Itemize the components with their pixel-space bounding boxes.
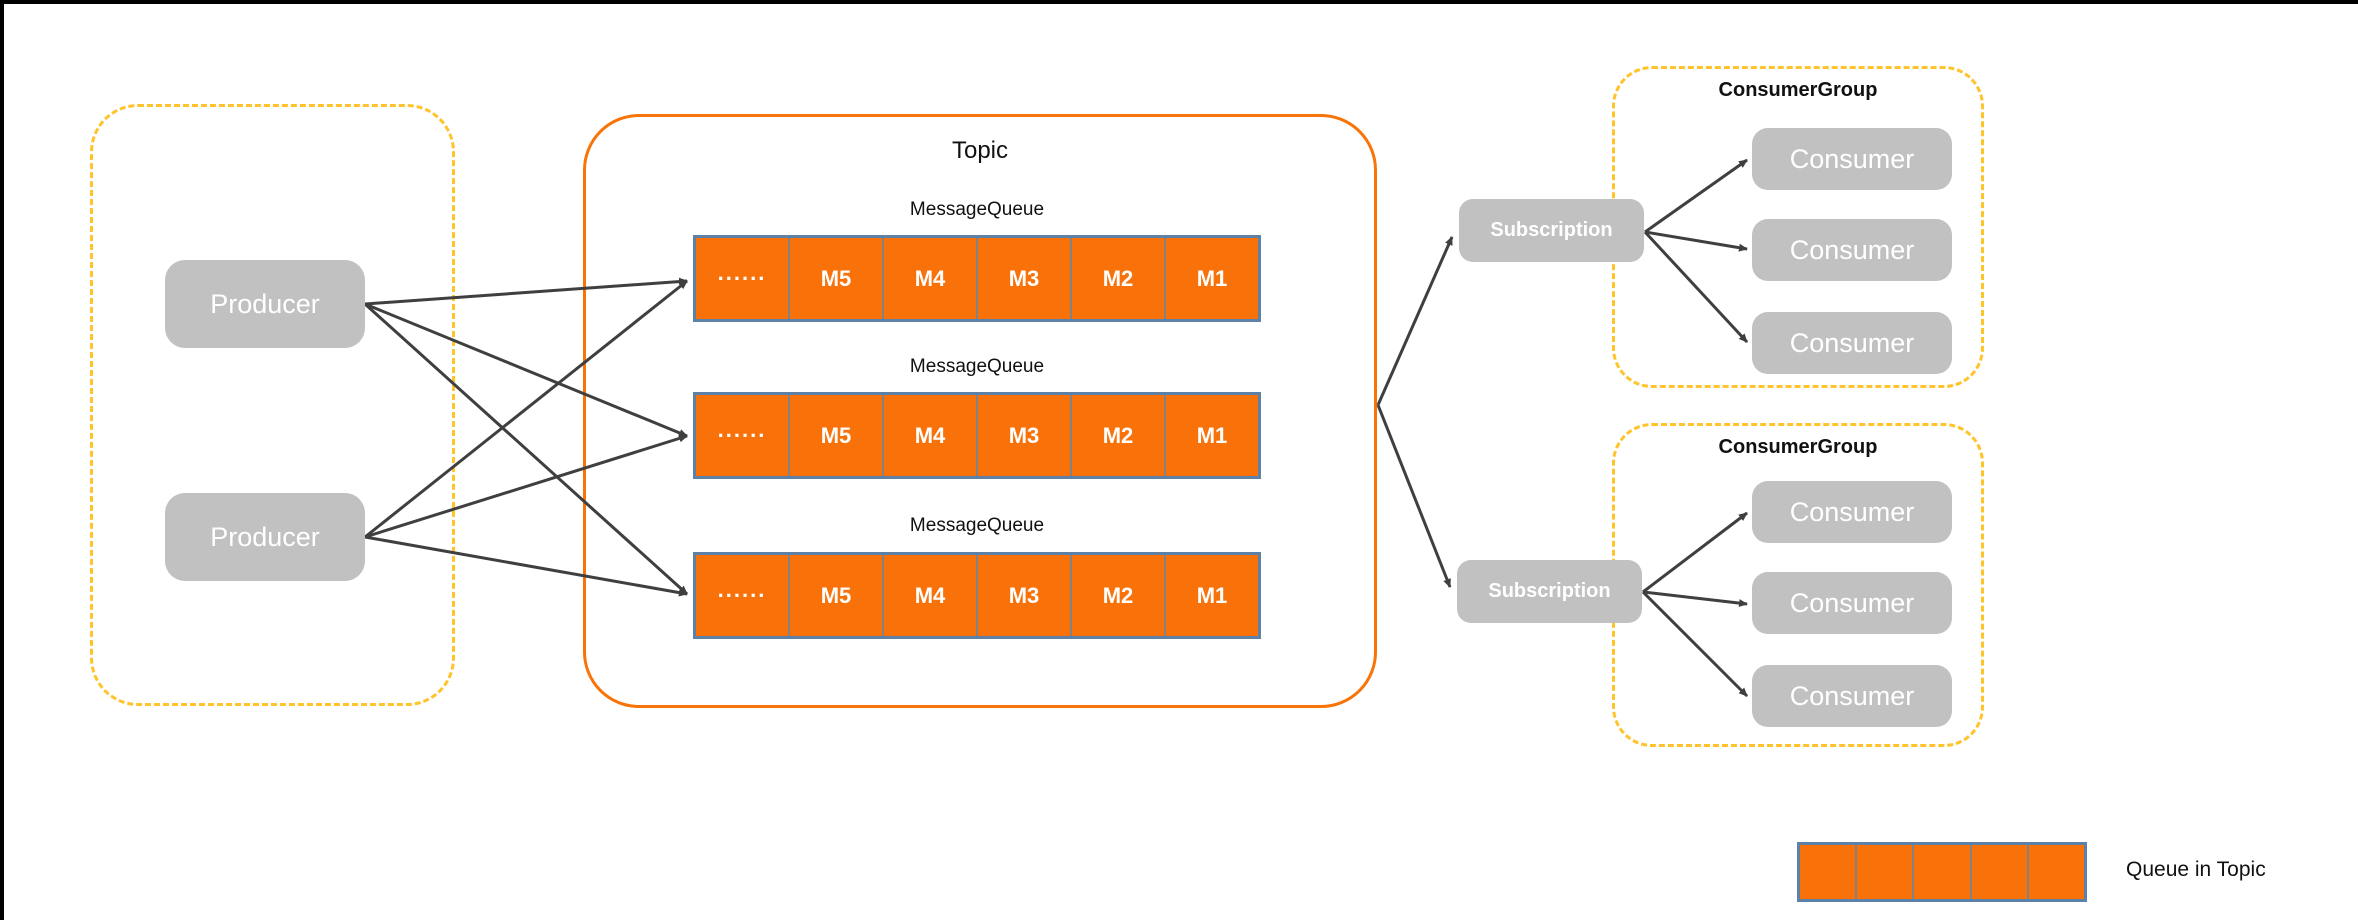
- topic-title: Topic: [951, 137, 1009, 164]
- subscription-label: Subscription: [1488, 580, 1611, 602]
- queue-cell: M5: [788, 395, 882, 476]
- producer-node-1: Producer: [165, 260, 365, 348]
- queue-cell: M5: [788, 555, 882, 636]
- legend-cell: [1800, 845, 1855, 899]
- arrow-producer1-queue3: [363, 302, 689, 596]
- legend-label: Queue in Topic: [2126, 858, 2266, 881]
- queue-cell: M1: [1164, 238, 1258, 319]
- queue-cell: M4: [882, 395, 976, 476]
- subscription-label: Subscription: [1490, 219, 1613, 241]
- consumer-label: Consumer: [1789, 143, 1915, 174]
- arrow-topic-subscription2: [1376, 404, 1452, 588]
- producer-label: Producer: [210, 521, 320, 552]
- queue-cell: M4: [882, 238, 976, 319]
- legend-cell: [1969, 845, 2027, 899]
- producer-label: Producer: [210, 288, 320, 319]
- arrow-subscription1-consumer1: [1644, 158, 1748, 234]
- arrow-producer2-queue1: [364, 279, 688, 539]
- queue-cell: M3: [976, 238, 1070, 319]
- topic-container: Topic: [583, 114, 1377, 708]
- arrow-producer1-queue2: [364, 302, 688, 438]
- consumer-group-2-title: ConsumerGroup: [1718, 436, 1878, 458]
- consumer-label: Consumer: [1789, 587, 1915, 618]
- consumer-label: Consumer: [1789, 234, 1915, 265]
- producer-group-container: [90, 104, 455, 706]
- message-queue-3-label: MessageQueue: [909, 515, 1045, 536]
- consumer-label: Consumer: [1789, 496, 1915, 527]
- queue-cell: M3: [976, 555, 1070, 636]
- queue-cell: M2: [1070, 395, 1164, 476]
- arrow-subscription2-consumer3: [1641, 590, 1749, 698]
- queue-cell: M4: [882, 555, 976, 636]
- consumer-node: Consumer: [1752, 219, 1952, 281]
- queue-cell: M5: [788, 238, 882, 319]
- queue-cell: ......: [717, 576, 767, 602]
- legend-queue-swatch: [1797, 842, 2087, 902]
- consumer-label: Consumer: [1789, 680, 1915, 711]
- queue-cell: M1: [1164, 395, 1258, 476]
- message-queue-2-label: MessageQueue: [909, 356, 1045, 377]
- consumer-node: Consumer: [1752, 481, 1952, 543]
- message-queue-1-label: MessageQueue: [909, 199, 1045, 220]
- queue-cell: ......: [717, 259, 767, 285]
- subscription-node-1: Subscription: [1459, 199, 1644, 262]
- queue-cell: M2: [1070, 238, 1164, 319]
- consumer-group-1-title: ConsumerGroup: [1718, 79, 1878, 101]
- message-queue-3: ...... M5 M4 M3 M2 M1: [693, 552, 1261, 639]
- producer-node-2: Producer: [165, 493, 365, 581]
- subscription-node-2: Subscription: [1457, 560, 1642, 623]
- consumer-label: Consumer: [1789, 327, 1915, 358]
- arrow-topic-subscription1: [1376, 236, 1454, 406]
- queue-cell: M2: [1070, 555, 1164, 636]
- arrow-subscription1-consumer3: [1643, 230, 1749, 344]
- consumer-node: Consumer: [1752, 128, 1952, 190]
- arrow-producer2-queue2: [364, 434, 688, 539]
- queue-cell: M3: [976, 395, 1070, 476]
- arrow-producer2-queue3: [364, 535, 688, 597]
- consumer-node: Consumer: [1752, 312, 1952, 374]
- consumer-node: Consumer: [1752, 665, 1952, 727]
- queue-cell: M1: [1164, 555, 1258, 636]
- arrow-subscription2-consumer2: [1642, 590, 1748, 608]
- arrow-subscription1-consumer2: [1644, 230, 1748, 252]
- message-queue-1: ...... M5 M4 M3 M2 M1: [693, 235, 1261, 322]
- legend-cell: [2026, 845, 2084, 899]
- consumer-node: Consumer: [1752, 572, 1952, 634]
- queue-cell: ......: [717, 416, 767, 442]
- legend-cell: [1855, 845, 1912, 899]
- legend-cell: [1912, 845, 1969, 899]
- message-queue-2: ...... M5 M4 M3 M2 M1: [693, 392, 1261, 479]
- arrow-subscription2-consumer1: [1642, 511, 1748, 594]
- flow-arrows: [363, 158, 1749, 698]
- arrow-producer1-queue1: [364, 277, 688, 306]
